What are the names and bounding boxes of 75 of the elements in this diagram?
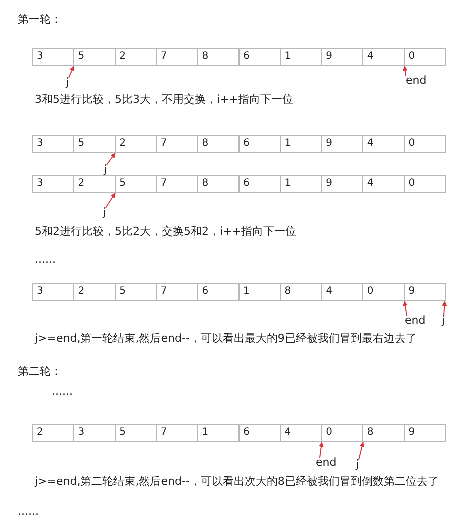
- caption-text: 5和2进行比较，5比2大，交换5和2，i++指向下一位: [35, 224, 296, 240]
- table-cell: 6: [238, 424, 281, 442]
- table-cell: 6: [238, 175, 281, 193]
- pointer-label: j: [104, 165, 108, 175]
- caption-text: j>=end,第一轮结束,然后end--，可以看出最大的9已经被我们冒到最右边去了: [35, 331, 418, 347]
- table-cell: 5: [73, 48, 116, 66]
- pointer-arrow: [318, 442, 324, 458]
- table-cell: 3: [32, 135, 74, 153]
- table-cell: 4: [362, 135, 405, 153]
- pointer-label: j: [103, 208, 106, 218]
- table-cell: 5: [114, 283, 157, 301]
- table-cell: 5: [114, 175, 157, 193]
- table-cell: 1: [238, 283, 281, 301]
- caption-text: 3和5进行比较，5比3大，不用交换，i++指向下一位: [35, 92, 294, 108]
- table-cell: 6: [197, 283, 240, 301]
- pointer-label: end: [406, 76, 427, 86]
- table-cell: 8: [197, 48, 240, 66]
- table-cell: 8: [197, 135, 240, 153]
- pointer-label: j: [356, 460, 360, 470]
- table-cell: 3: [73, 424, 116, 442]
- table-cell: 8: [197, 175, 240, 193]
- table-cell: 6: [238, 135, 281, 153]
- table-cell: 4: [362, 175, 405, 193]
- caption-text: j>=end,第二轮结束,然后end--，可以看出次大的8已经被我们冒到倒数第二位去了: [35, 474, 440, 490]
- table-cell: 1: [280, 48, 322, 66]
- table-cell: 2: [114, 48, 157, 66]
- pointer-arrow: [402, 66, 408, 76]
- table-cell: 1: [280, 175, 322, 193]
- table-cell: 9: [404, 283, 446, 301]
- table-cell: 7: [156, 424, 198, 442]
- table-cell: 7: [156, 283, 198, 301]
- table-cell: 4: [280, 424, 322, 442]
- table-cell: 0: [404, 135, 446, 153]
- pointer-arrow: [106, 152, 116, 166]
- table-cell: 3: [32, 48, 74, 66]
- table-cell: 7: [156, 135, 198, 153]
- pointer-arrow: [68, 66, 75, 78]
- table-cell: 3: [32, 283, 74, 301]
- ellipsis: ......: [18, 504, 39, 520]
- table-cell: 8: [362, 424, 405, 442]
- table-cell: 4: [362, 48, 405, 66]
- ellipsis: ......: [52, 384, 73, 400]
- table-cell: 1: [197, 424, 240, 442]
- table-cell: 2: [73, 175, 116, 193]
- pointer-arrow: [358, 442, 365, 460]
- table-cell: 9: [321, 135, 364, 153]
- pointer-arrow: [442, 300, 448, 316]
- pointer-arrow: [402, 300, 408, 316]
- pointer-label: j: [442, 316, 446, 326]
- pointer-label: end: [405, 316, 426, 326]
- table-cell: 0: [321, 424, 364, 442]
- pointer-arrow: [106, 192, 116, 208]
- table-cell: 9: [404, 424, 446, 442]
- ellipsis: ......: [35, 252, 56, 268]
- table-cell: 4: [321, 283, 364, 301]
- round-heading: 第一轮：: [18, 12, 62, 28]
- table-cell: 7: [156, 48, 198, 66]
- table-cell: 5: [114, 424, 157, 442]
- table-cell: 1: [280, 135, 322, 153]
- table-cell: 6: [238, 48, 281, 66]
- table-cell: 0: [362, 283, 405, 301]
- table-cell: 2: [32, 424, 74, 442]
- round-heading: 第二轮：: [18, 364, 62, 380]
- table-cell: 0: [404, 175, 446, 193]
- table-cell: 9: [321, 175, 364, 193]
- table-cell: 0: [404, 48, 446, 66]
- table-cell: 2: [73, 283, 116, 301]
- table-cell: 5: [73, 135, 116, 153]
- pointer-label: j: [66, 78, 70, 88]
- table-cell: 9: [321, 48, 364, 66]
- table-cell: 8: [280, 283, 322, 301]
- table-cell: 2: [114, 135, 157, 153]
- pointer-label: end: [316, 458, 337, 468]
- table-cell: 3: [32, 175, 74, 193]
- table-cell: 7: [156, 175, 198, 193]
